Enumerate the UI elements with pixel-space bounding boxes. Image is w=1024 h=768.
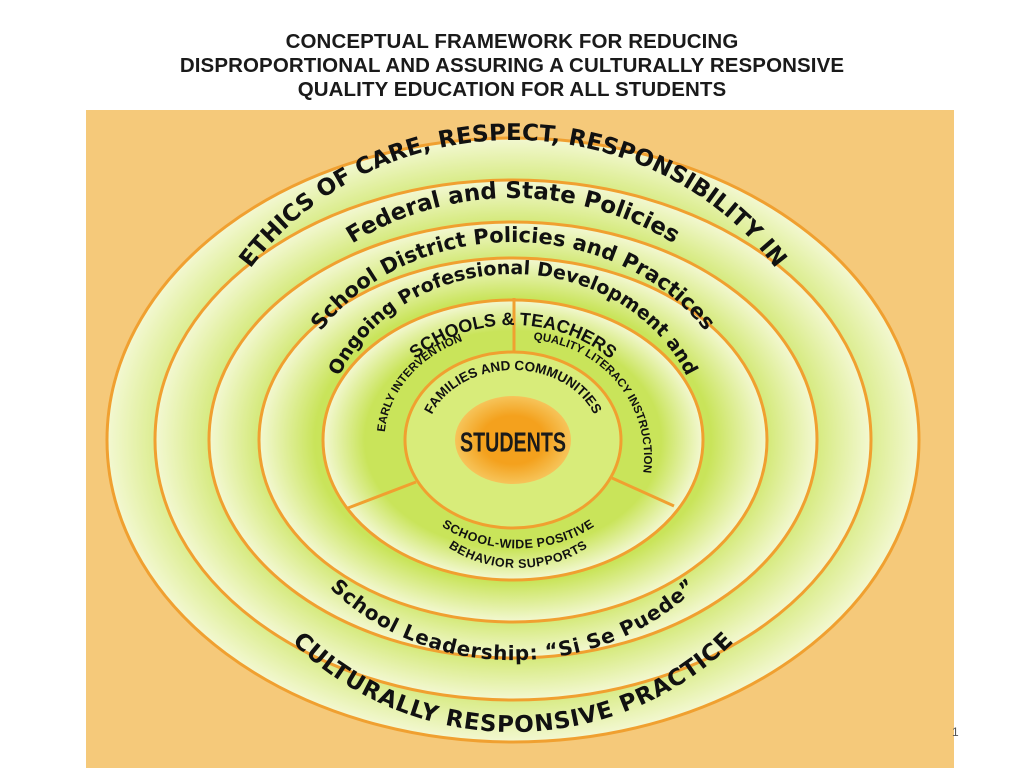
segment-dividers (347, 298, 675, 510)
center-students (455, 396, 571, 484)
slide-title: CONCEPTUAL FRAMEWORK FOR REDUCING DISPRO… (0, 30, 1024, 102)
title-line-1: CONCEPTUAL FRAMEWORK FOR REDUCING (285, 30, 739, 53)
title-line-2: DISPROPORTIONAL AND ASSURING A CULTURALL… (179, 54, 845, 77)
slide-number: 1 (952, 725, 959, 739)
center-label: STUDENTS (460, 427, 566, 458)
framework-diagram: ETHICS OF CARE, RESPECT, RESPONSIBILITY … (86, 110, 954, 768)
rings (105, 136, 921, 744)
title-line-3: QUALITY EDUCATION FOR ALL STUDENTS (297, 78, 727, 101)
